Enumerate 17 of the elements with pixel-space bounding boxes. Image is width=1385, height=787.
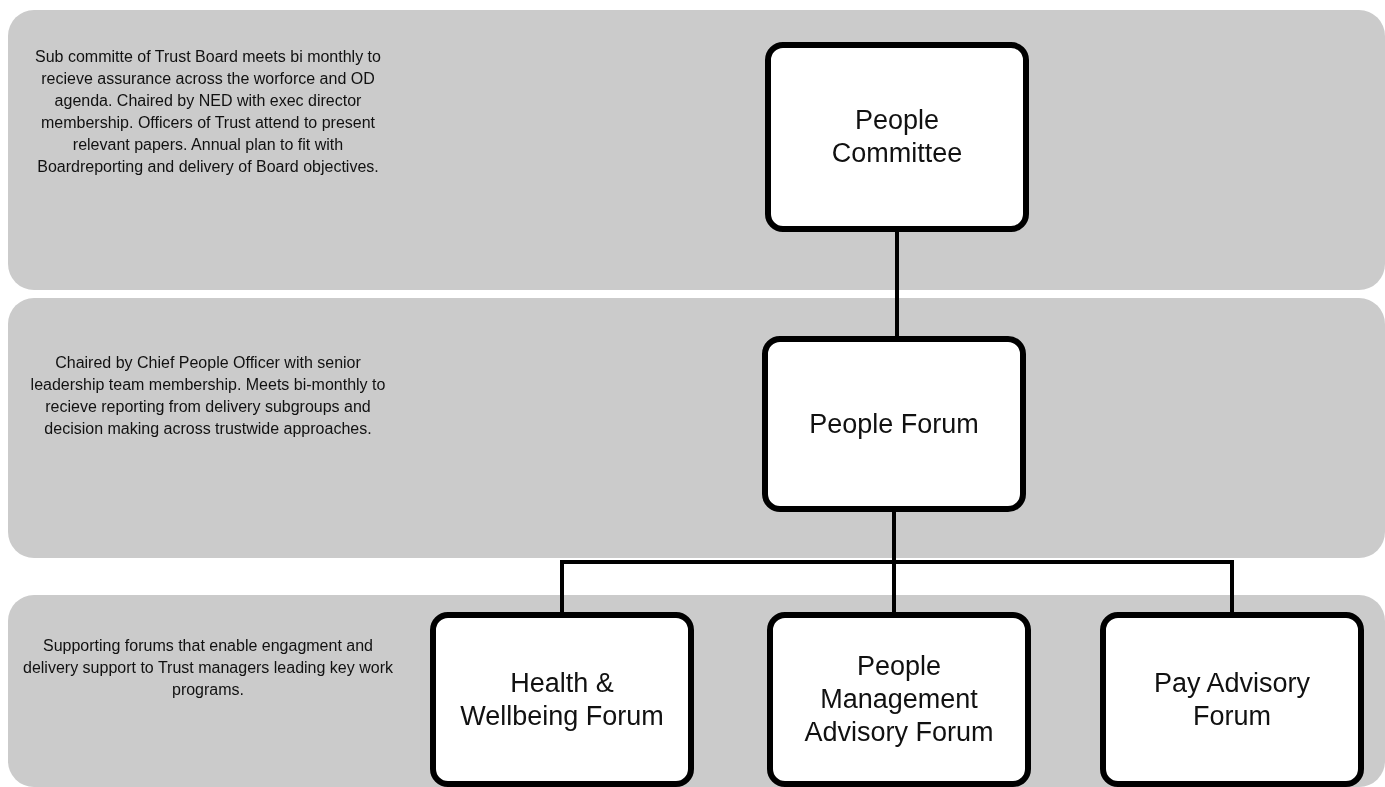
forum-name: People Committee xyxy=(830,104,964,170)
tier-band xyxy=(8,595,1385,787)
connector-line xyxy=(895,232,899,336)
tier-description: Chaired by Chief People Officer with senior leadership team membership. Meets bi-monthly to recieve reporting from delivery subgroups and decision making across trustwide approaches. xyxy=(29,353,387,439)
forum-box xyxy=(1100,612,1364,787)
tier-band xyxy=(8,10,1385,290)
tier-description: Sub committe of Trust Board meets bi monthly to recieve assurance across the worforce and OD agenda. Chaired by NED with exec director membership. Officers of Trust attend to present relevant papers. Annual plan to fit with Boardreporting and delivery of Board objectives. xyxy=(34,47,382,177)
tier-description: Supporting forums that enable engagment and delivery support to Trust managers leading key work programs. xyxy=(22,636,394,700)
forum-box xyxy=(762,336,1026,512)
forum-name: People Forum xyxy=(809,407,979,441)
forum-box xyxy=(767,612,1031,787)
forum-name: Pay Advisory Forum xyxy=(1152,666,1312,733)
forum-box xyxy=(430,612,694,787)
forum-box xyxy=(765,42,1029,232)
forum-name: People Management Advisory Forum xyxy=(803,650,995,749)
forum-name: Health & Wellbeing Forum xyxy=(459,666,665,733)
tier-band xyxy=(8,298,1385,558)
